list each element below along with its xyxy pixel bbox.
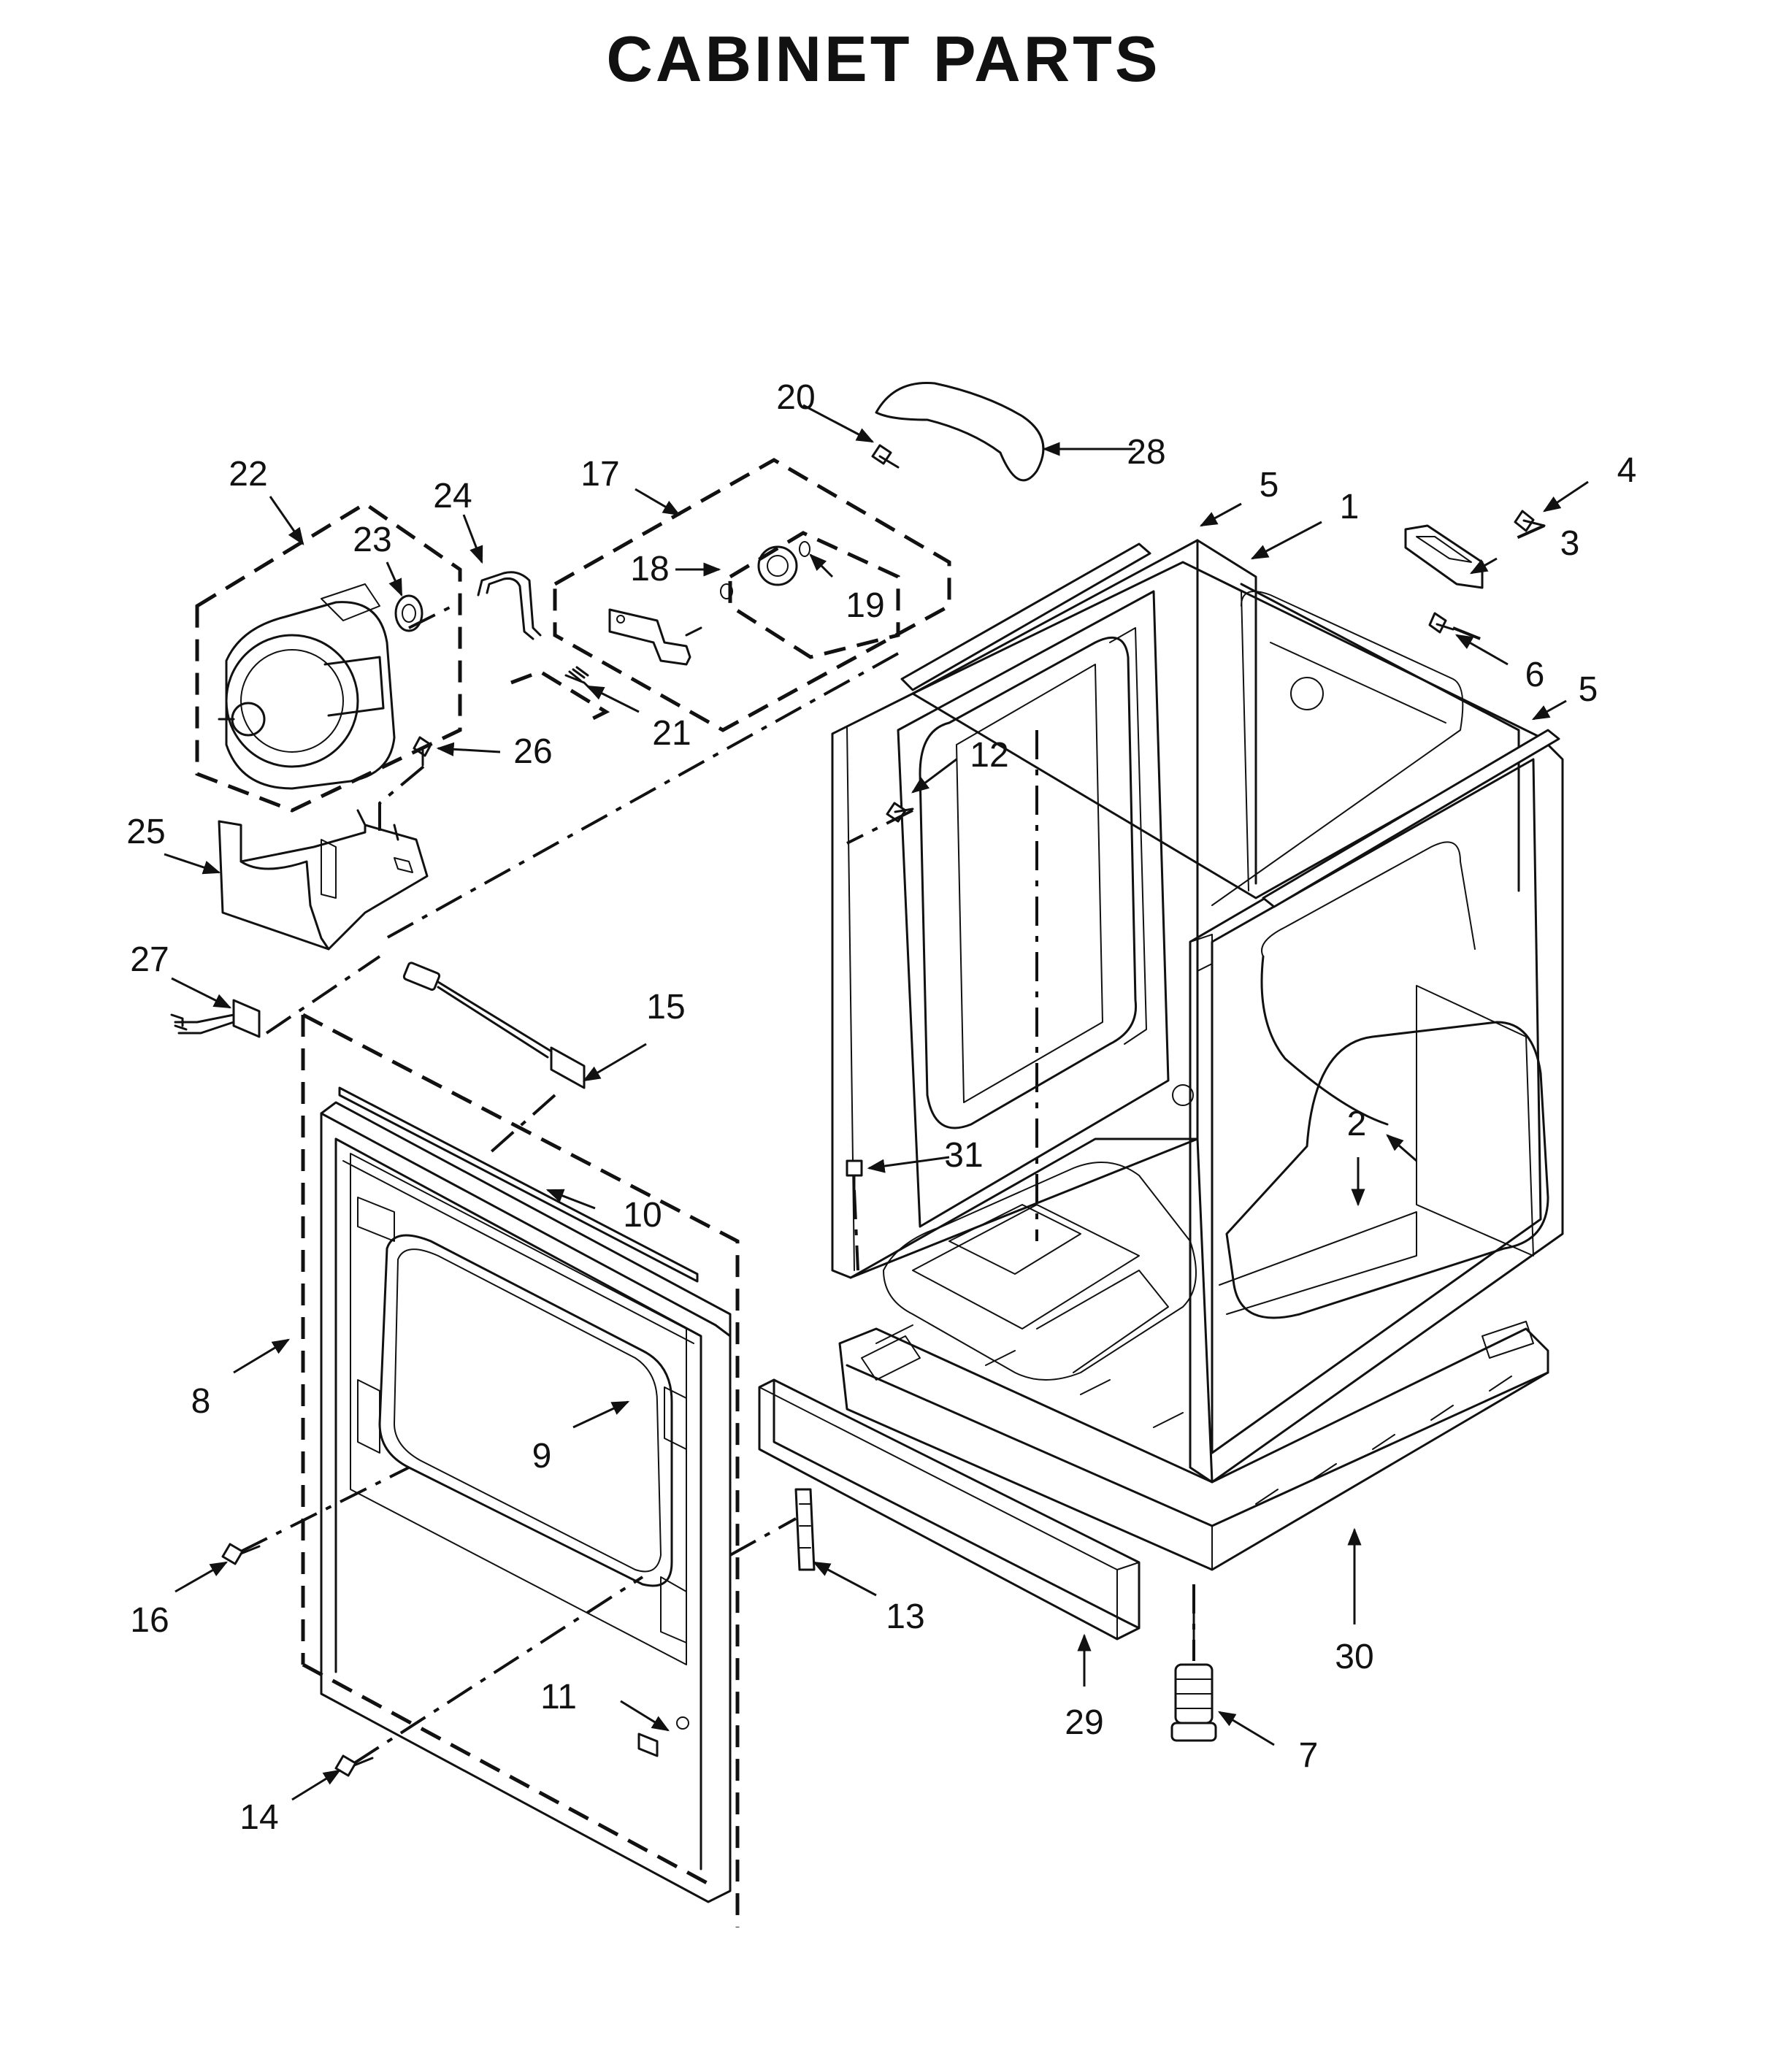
toe-panel-part bbox=[758, 1378, 1141, 1641]
callout-8: 8 bbox=[191, 1382, 211, 1421]
wire-harness-part bbox=[402, 962, 586, 1089]
callout-21: 21 bbox=[652, 714, 691, 753]
callout-28: 28 bbox=[1127, 433, 1165, 472]
callout-5-top: 5 bbox=[1260, 466, 1279, 504]
clip-part bbox=[477, 571, 542, 640]
callout-20: 20 bbox=[776, 378, 815, 417]
idler-part bbox=[564, 541, 810, 695]
callout-31: 31 bbox=[944, 1136, 983, 1175]
belt-part bbox=[875, 382, 1045, 482]
leveling-foot-part bbox=[1170, 1597, 1217, 1742]
callout-19: 19 bbox=[846, 586, 884, 625]
callout-27: 27 bbox=[130, 940, 169, 979]
callout-15: 15 bbox=[646, 988, 685, 1027]
callout-18: 18 bbox=[630, 550, 669, 588]
callout-5-right: 5 bbox=[1579, 670, 1598, 709]
callout-11: 11 bbox=[540, 1678, 577, 1716]
cabinet-part bbox=[831, 539, 1564, 1484]
callout-4: 4 bbox=[1617, 451, 1637, 490]
front-panel-part bbox=[320, 1086, 732, 1903]
callout-3: 3 bbox=[1560, 524, 1580, 563]
switch-part bbox=[170, 999, 261, 1038]
callout-6: 6 bbox=[1525, 656, 1545, 694]
callout-16: 16 bbox=[130, 1601, 169, 1640]
motor-mount-part bbox=[218, 809, 429, 951]
callout-23: 23 bbox=[353, 521, 391, 559]
callout-29: 29 bbox=[1065, 1703, 1103, 1742]
hinge-part bbox=[794, 1488, 816, 1571]
leader-lines bbox=[164, 404, 1589, 1801]
callout-26: 26 bbox=[513, 732, 552, 771]
callout-13: 13 bbox=[886, 1597, 924, 1636]
callout-24: 24 bbox=[433, 477, 472, 515]
callout-7: 7 bbox=[1299, 1736, 1319, 1775]
callout-1: 1 bbox=[1340, 488, 1360, 526]
callout-9: 9 bbox=[532, 1437, 552, 1476]
callout-2: 2 bbox=[1347, 1105, 1367, 1143]
motor-part bbox=[218, 583, 396, 790]
bracket-part bbox=[1404, 524, 1484, 589]
callout-10: 10 bbox=[623, 1196, 662, 1235]
page-title: CABINET PARTS bbox=[606, 23, 1161, 95]
pulley-part bbox=[394, 594, 423, 632]
callout-labels: 1 2 3 4 5 5 6 7 8 9 10 11 12 13 14 15 16… bbox=[126, 378, 1636, 1837]
base-part bbox=[838, 1321, 1549, 1571]
callout-14: 14 bbox=[239, 1798, 278, 1837]
callout-12: 12 bbox=[970, 736, 1008, 775]
assembly-outlines bbox=[195, 458, 1545, 1927]
callout-25: 25 bbox=[126, 813, 165, 851]
callout-22: 22 bbox=[229, 455, 267, 494]
callout-30: 30 bbox=[1335, 1638, 1373, 1676]
callout-17: 17 bbox=[580, 455, 619, 494]
